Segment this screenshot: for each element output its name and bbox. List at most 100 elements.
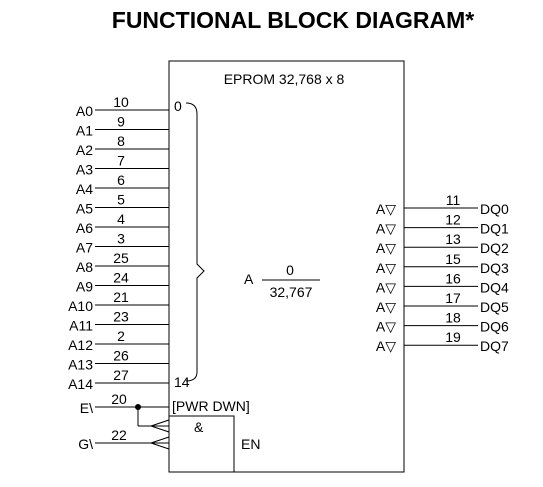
address-pin-number: 10: [113, 94, 129, 110]
diagram-title: FUNCTIONAL BLOCK DIAGRAM*: [112, 7, 474, 33]
address-name: A4: [76, 181, 93, 197]
output-name: DQ1: [480, 221, 509, 237]
output-name: DQ7: [480, 338, 509, 354]
address-inputs: A010A19A28A37A46A55A64A73A825A924A1021A1…: [68, 94, 169, 392]
address-name: A6: [76, 220, 93, 236]
output-pin-number: 19: [445, 329, 461, 345]
address-pin-number: 23: [113, 309, 129, 325]
control-pin-number: 20: [111, 391, 127, 407]
array-label: A: [244, 271, 254, 287]
address-pin-number: 26: [113, 348, 129, 364]
address-pin-number: 27: [113, 367, 129, 383]
control-inputs: E\ 20G\ 22: [78, 391, 127, 452]
control-name: G\: [78, 436, 93, 452]
address-pin-number: 25: [113, 250, 129, 266]
output-name: DQ0: [480, 201, 509, 217]
address-name: A7: [76, 240, 93, 256]
output-pin-number: 17: [445, 290, 461, 306]
output-driver-label: A▽: [376, 319, 396, 335]
address-pin-number: 6: [117, 172, 125, 188]
address-input-a12: A12 2: [68, 328, 169, 353]
address-input-a6: A6 4: [76, 211, 169, 236]
output-pin-number: 16: [445, 270, 461, 286]
address-pin-number: 4: [117, 211, 125, 227]
output-driver-label: A▽: [376, 221, 396, 237]
output-name: DQ5: [480, 299, 509, 315]
address-input-a7: A7 3: [76, 231, 169, 256]
address-name: A0: [76, 103, 93, 119]
address-input-a10: A10 21: [68, 289, 169, 314]
address-name: A8: [76, 259, 93, 275]
output-name: DQ6: [480, 319, 509, 335]
control-name: E\: [80, 400, 93, 416]
bus-start-label: 0: [174, 98, 182, 114]
control-input: G\ 22: [78, 427, 127, 452]
e-active-low-marker: [149, 419, 170, 433]
output-pin-number: 18: [445, 310, 461, 326]
address-name: A12: [68, 337, 93, 353]
address-name: A2: [76, 142, 93, 158]
address-name: A10: [68, 298, 93, 314]
output-pin-number: 11: [446, 192, 461, 208]
en-label: EN: [241, 436, 260, 452]
address-input-a11: A11 23: [69, 309, 169, 334]
address-bus-brace: [185, 102, 205, 382]
output-name: DQ4: [480, 279, 509, 295]
output-driver-label: A▽: [376, 260, 396, 276]
output-pin-number: 13: [445, 231, 461, 247]
address-name: A9: [76, 279, 93, 295]
address-name: A11: [69, 318, 93, 334]
address-input-a2: A2 8: [76, 133, 169, 158]
output-driver-label: A▽: [376, 338, 396, 354]
address-input-a3: A3 7: [76, 153, 169, 178]
output-driver-label: A▽: [376, 240, 396, 256]
g-active-low-marker: [149, 436, 170, 450]
pwr-dwn-label: [PWR DWN]: [172, 398, 250, 414]
bus-end-label: 14: [174, 374, 190, 390]
address-pin-number: 8: [117, 133, 125, 149]
address-name: A5: [76, 201, 93, 217]
data-outputs: A▽11DQ0A▽12DQ1A▽13DQ2A▽15DQ3A▽16DQ4A▽17D…: [376, 192, 509, 354]
address-input-a0: A0 10: [76, 94, 169, 119]
address-input-a13: A13 26: [68, 348, 169, 373]
address-name: A1: [76, 123, 93, 139]
address-name: A14: [68, 376, 93, 392]
output-pin-number: 12: [445, 212, 461, 228]
range-top-label: 0: [286, 262, 294, 278]
eprom-block-label: EPROM 32,768 x 8: [224, 71, 345, 87]
and-label: &: [194, 419, 204, 435]
output-driver-label: A▽: [376, 299, 396, 315]
address-input-a14: A14 27: [68, 367, 169, 392]
range-bottom-label: 32,767: [270, 284, 313, 300]
address-input-a8: A8 25: [76, 250, 169, 275]
address-pin-number: 9: [117, 114, 125, 130]
address-input-a5: A5 5: [76, 192, 169, 217]
address-input-a1: A1 9: [76, 114, 169, 139]
output-pin-number: 15: [445, 251, 461, 267]
control-pin-number: 22: [111, 427, 127, 443]
address-pin-number: 5: [117, 192, 125, 208]
address-input-a4: A4 6: [76, 172, 169, 197]
address-pin-number: 24: [113, 270, 129, 286]
output-driver-label: A▽: [376, 279, 396, 295]
address-input-a9: A9 24: [76, 270, 169, 295]
control-input: E\ 20: [80, 391, 127, 416]
output-name: DQ2: [480, 240, 509, 256]
address-pin-number: 3: [117, 231, 125, 247]
address-pin-number: 7: [117, 153, 125, 169]
output-name: DQ3: [480, 260, 509, 276]
output-driver-label: A▽: [376, 201, 396, 217]
address-name: A13: [68, 357, 93, 373]
address-pin-number: 21: [113, 289, 129, 305]
address-pin-number: 2: [117, 328, 125, 344]
address-name: A3: [76, 162, 93, 178]
